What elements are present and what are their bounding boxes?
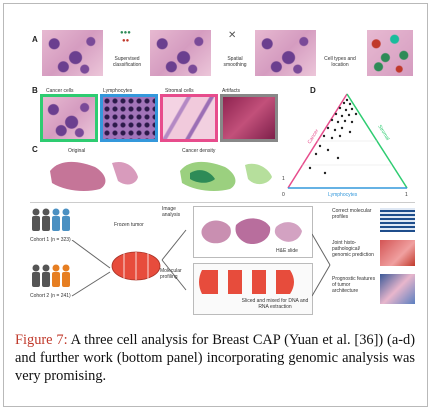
tick-0: 0 [282,192,285,198]
tile-label-lymphocytes: Lymphocytes [103,88,133,94]
frozen-tumor-label: Frozen tumor [114,222,144,228]
tile-cancer-cells [40,94,98,142]
ternary-plot: Cancer Stromal Lymphocytes 0 1 1 [282,93,408,198]
output-3-label: Prognostic features of tumor architectur… [332,276,376,294]
step-2-label: Spatial smoothing [223,56,247,68]
figure-image: A ●●● ●● Supervised classification ✕ Spa… [10,8,415,324]
panel-a-he-tile-1 [40,28,105,78]
panel-c-tissue-maps [50,161,272,191]
axis-label-cancer: Cancer [307,128,321,145]
step-1-label: Supervised classification [112,56,142,68]
output-1-label: Correct molecular profiles [332,208,372,220]
panel-d-letter: D [310,86,316,95]
tile-stromal-cells [160,94,218,142]
panel-a-he-tile-3 [253,28,318,78]
molecular-profiling-label: Molecular profiling [160,268,182,280]
molecular-panel [193,263,313,315]
tick-1: 1 [405,192,408,198]
axis-label-lymphocytes: Lymphocytes [328,192,358,198]
tile-label-stromal: Stromal cells [165,88,194,94]
panel-a-letter: A [32,35,38,44]
merge-arrows [312,233,331,297]
output-2-image [380,240,415,266]
branch-arrows [161,229,187,291]
image-analysis-label: Image analysis [162,206,181,218]
he-slide-panel [193,206,313,258]
figure-caption: Figure 7: A three cell analysis for Brea… [15,331,415,385]
step-3-label: Cell types and location [324,56,356,68]
cohort-arrows [71,240,111,297]
tile-label-cancer: Cancer cells [46,88,74,94]
figure-label: Figure 7: [15,332,68,348]
cross-icon: ✕ [228,30,237,41]
classification-icon: ●●● [120,30,131,36]
panel-a-classified-tile [365,28,415,78]
frozen-tumor [111,251,161,281]
axis-label-stromal: Stromal [376,124,390,142]
classification-icon-2: ●● [122,38,130,44]
panel-divider [30,202,415,203]
sliced-label: Sliced and mixed for DNA and RNA extract… [241,298,309,310]
output-1-image [380,208,415,232]
cohort-2-label: Cohort 2 (n = 241) [30,293,71,299]
tile-artifacts [220,94,278,142]
tile-label-artifacts: Artifacts [222,88,241,94]
he-slide-label: H&E slide [276,248,298,254]
output-3-image [380,274,415,304]
panel-c-density-title: Cancer density [182,148,216,154]
cohort-1-label: Cohort 1 (n = 323) [30,237,71,243]
caption-text: A three cell analysis for Breast CAP (Yu… [15,332,415,384]
panel-b-letter: B [32,86,38,95]
output-2-label: Joint histo-pathological/ genomic predic… [332,240,374,258]
panel-c-letter: C [32,145,38,154]
panel-a-he-tile-2 [148,28,213,78]
cohort-people [32,208,70,287]
tile-lymphocytes [100,94,158,142]
tick-1b: 1 [282,176,285,182]
panel-c-original-title: Original [68,148,86,154]
